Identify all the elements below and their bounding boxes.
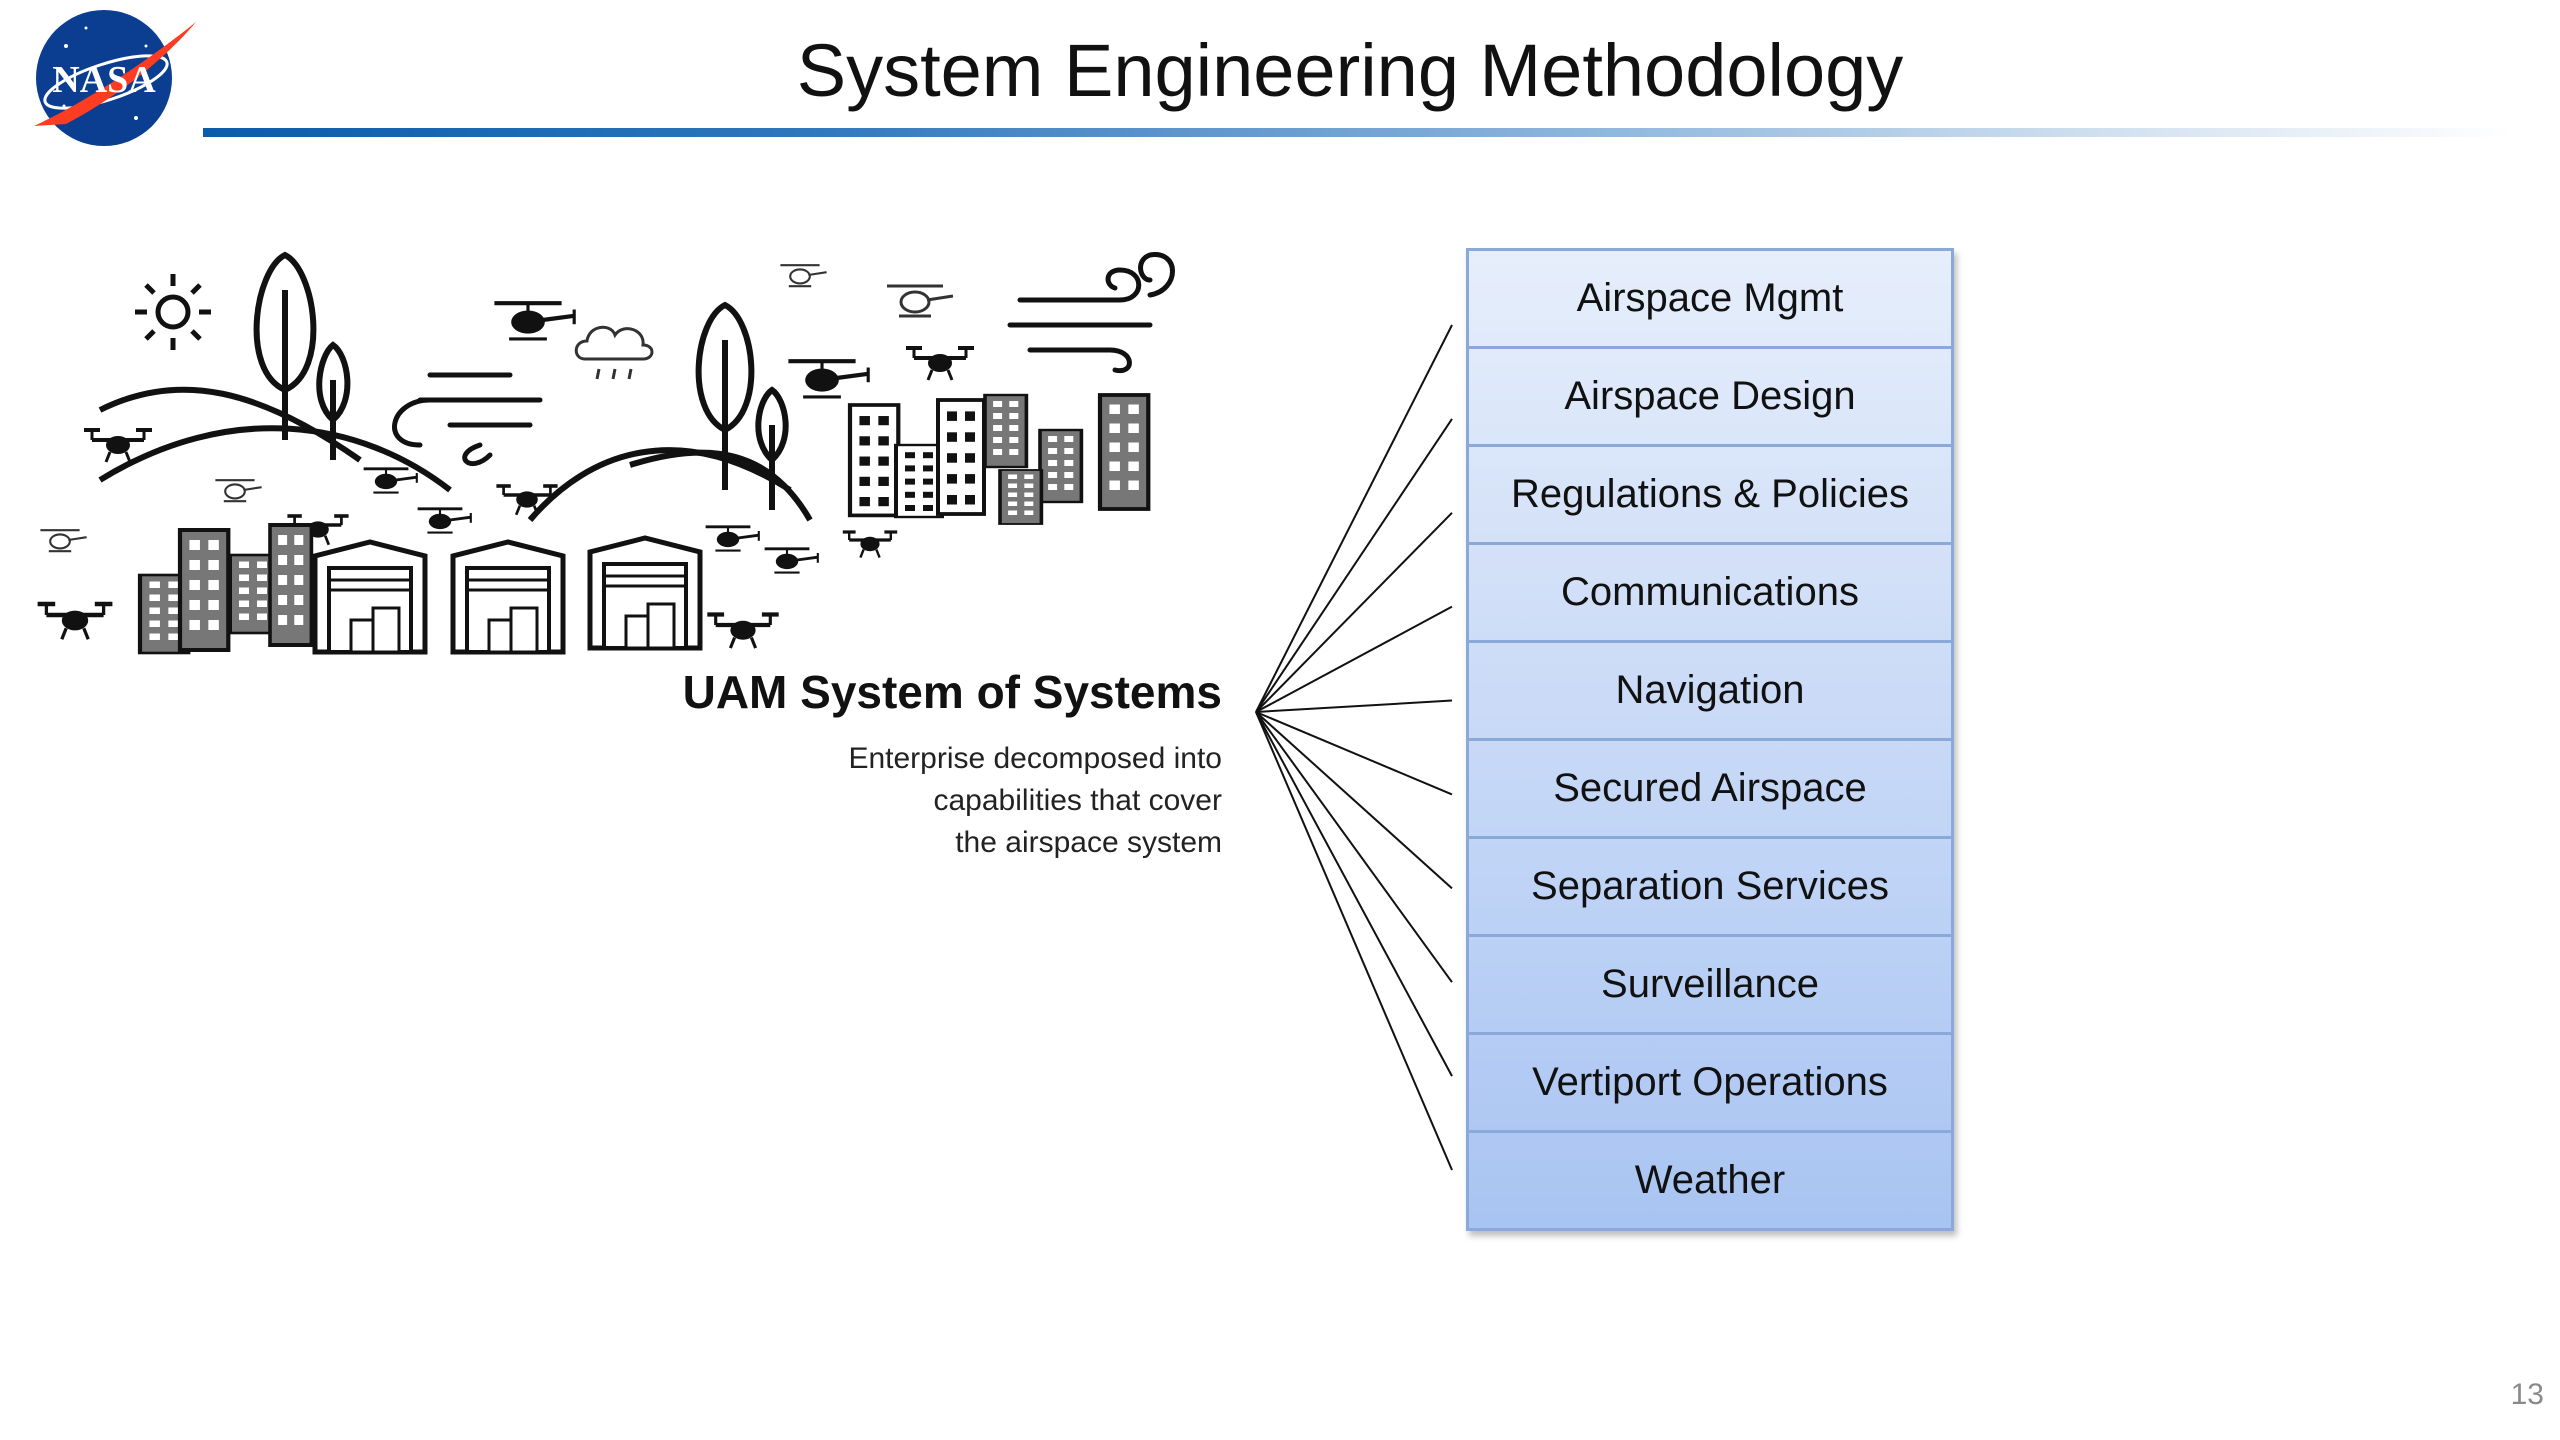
capability-navigation: Navigation	[1469, 640, 1951, 738]
helicopter-icon	[39, 264, 955, 574]
sun-icon	[135, 274, 211, 350]
uam-system-description: Enterprise decomposed into capabilities …	[848, 738, 1222, 864]
slide-title: System Engineering Methodology	[796, 29, 1904, 112]
capability-stack: Airspace Mgmt Airspace Design Regulation…	[1466, 248, 1954, 1231]
nasa-logo-text: NASA	[52, 59, 156, 101]
connector-line	[1255, 711, 1453, 1171]
capability-vertiport-operations: Vertiport Operations	[1469, 1032, 1951, 1130]
connector-line	[1255, 512, 1453, 713]
connector-line	[1255, 711, 1453, 983]
description-line: capabilities that cover	[933, 784, 1223, 817]
capability-separation-services: Separation Services	[1469, 836, 1951, 934]
nasa-logo: NASA	[34, 10, 196, 146]
tree-icon	[253, 251, 789, 510]
title-rule	[203, 128, 2513, 137]
description-line: Enterprise decomposed into	[848, 742, 1222, 775]
wind-icon	[392, 252, 1175, 467]
description-line: the airspace system	[955, 826, 1222, 859]
capability-communications: Communications	[1469, 542, 1951, 640]
cloud-rain-icon	[574, 325, 654, 380]
capability-weather: Weather	[1469, 1130, 1951, 1228]
capability-airspace-design: Airspace Design	[1469, 346, 1951, 444]
connector-line	[1255, 711, 1453, 796]
capability-regulations-policies: Regulations & Policies	[1469, 444, 1951, 542]
hangar-icon	[315, 538, 700, 652]
connector-line	[1255, 699, 1453, 713]
capability-surveillance: Surveillance	[1469, 934, 1951, 1032]
connector-line	[1255, 711, 1453, 1077]
connector-line	[1255, 711, 1453, 890]
connector-line	[1255, 605, 1453, 713]
connector-line	[1255, 324, 1453, 713]
hill-icon	[98, 386, 813, 522]
page-number: 13	[2510, 1378, 2544, 1411]
uam-system-heading: UAM System of Systems	[682, 666, 1222, 718]
capability-secured-airspace: Secured Airspace	[1469, 738, 1951, 836]
connector-line	[1255, 418, 1453, 713]
uam-illustration	[30, 251, 1175, 660]
capability-airspace-mgmt: Airspace Mgmt	[1469, 251, 1951, 346]
